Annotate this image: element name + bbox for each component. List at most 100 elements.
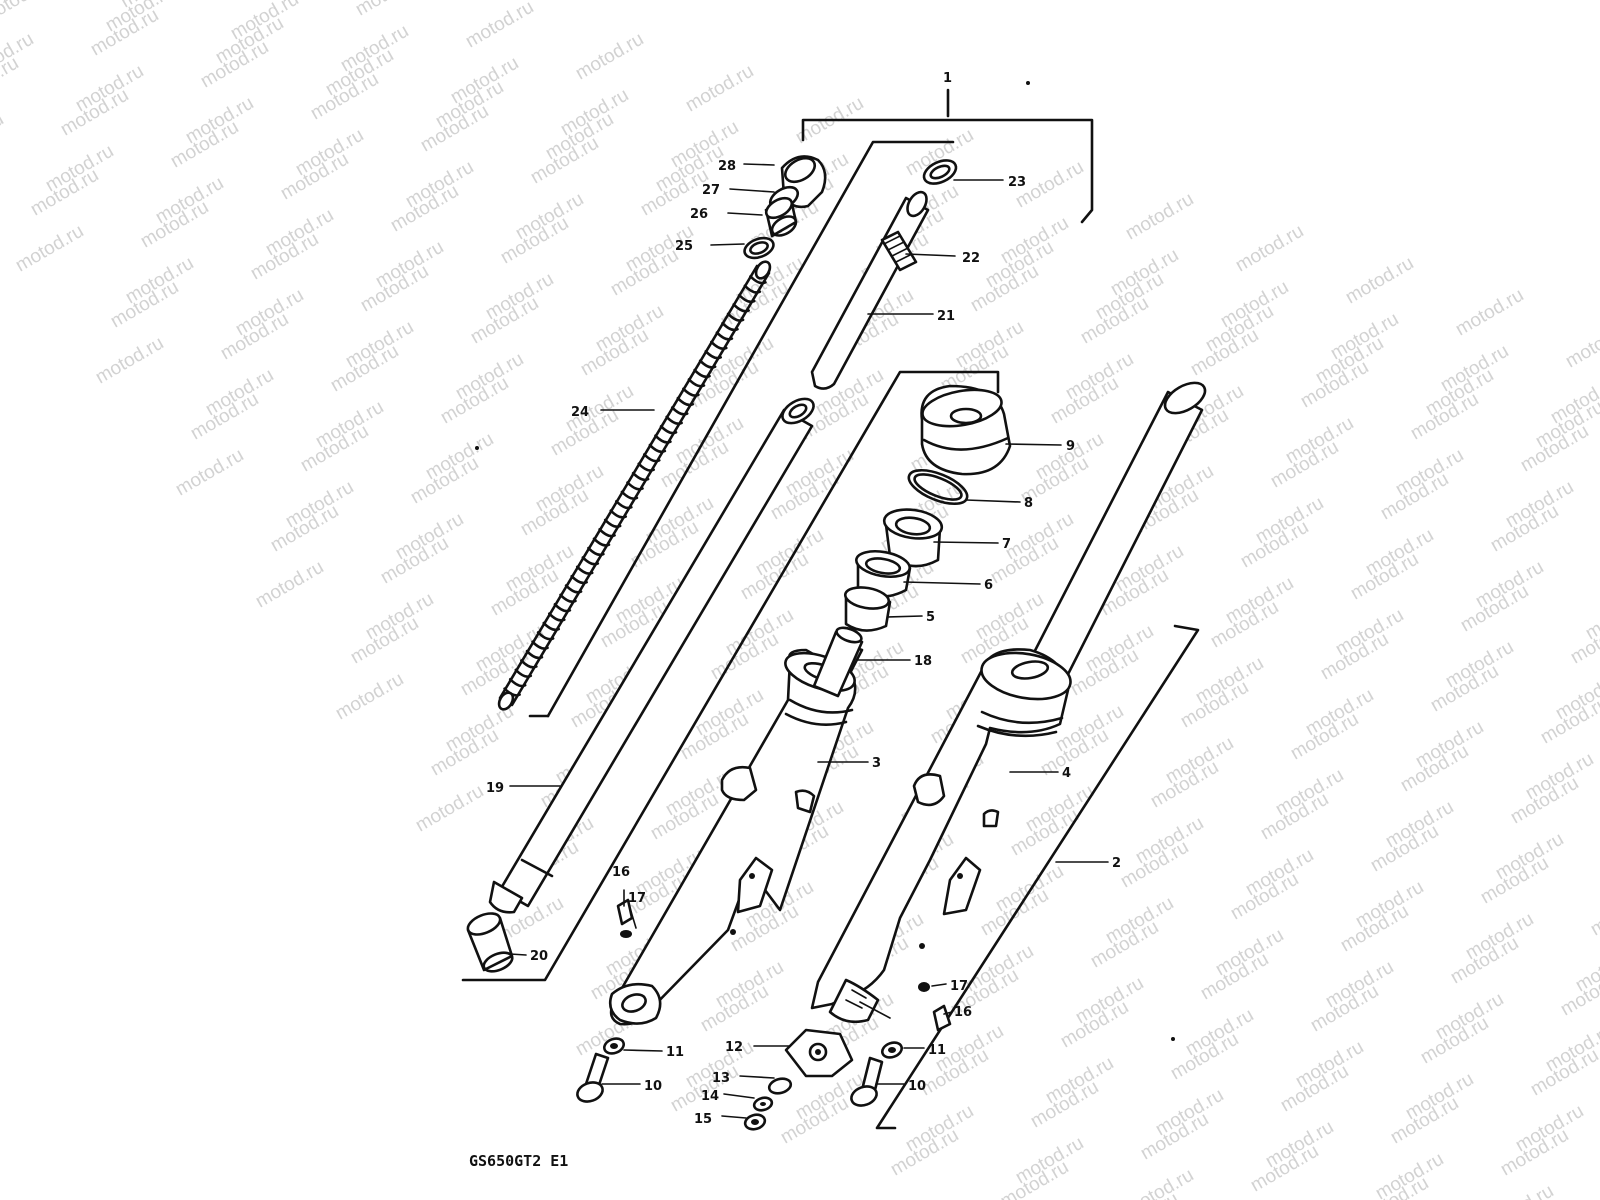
- callout-27: 27: [702, 183, 720, 198]
- spring-coil: [609, 509, 628, 519]
- spring-coil: [553, 603, 572, 613]
- spring-coil: [670, 406, 689, 416]
- callout-13: 13: [712, 1071, 730, 1086]
- spring-coil: [726, 312, 745, 322]
- spring-washer-14: [752, 1096, 774, 1112]
- bracket-group-1: [801, 88, 1094, 224]
- callout-16-right: 16: [954, 1005, 972, 1020]
- spring-coil: [654, 434, 672, 444]
- callout-18: 18: [914, 654, 932, 669]
- callout-3: 3: [872, 756, 881, 771]
- spring-coil: [615, 499, 633, 510]
- callout-11-right: 11: [928, 1043, 946, 1058]
- spring-coil: [732, 303, 750, 313]
- callout-2: 2: [1112, 856, 1121, 871]
- callout-14: 14: [701, 1089, 719, 1104]
- spring-coils: [503, 275, 767, 697]
- gasket-17-right: [918, 982, 930, 992]
- callout-28: 28: [718, 159, 736, 174]
- washer-25: [743, 236, 775, 260]
- inner-tube-19: [488, 397, 815, 914]
- callout-6: 6: [984, 578, 993, 593]
- diagram-caption: GS650GT2 E1: [469, 1152, 568, 1170]
- callout-22: 22: [962, 251, 980, 266]
- fork-spring-24: [497, 260, 772, 711]
- callout-4: 4: [1062, 766, 1071, 781]
- spring-coil: [536, 631, 555, 641]
- callout-20: 20: [530, 949, 548, 964]
- spacer-26: [764, 196, 798, 238]
- group-outline-inner: [461, 140, 1000, 982]
- callout-26: 26: [690, 207, 708, 222]
- spring-coil: [570, 574, 588, 585]
- callout-5: 5: [926, 610, 935, 625]
- spring-coil: [749, 275, 767, 285]
- bolt-10-left: [576, 1052, 610, 1103]
- spring-coil: [592, 537, 611, 547]
- spring-coil: [598, 528, 616, 538]
- spring-coil: [642, 453, 661, 463]
- piston-ring-22: [880, 230, 918, 272]
- print-specks: [475, 81, 1175, 1041]
- spring-coil: [581, 556, 600, 566]
- bushing-20: [466, 912, 514, 973]
- spring-coil: [704, 350, 723, 360]
- spring-coil: [737, 293, 756, 304]
- callout-7: 7: [1002, 537, 1011, 552]
- spring-coil: [648, 443, 667, 454]
- callout-25: 25: [675, 239, 693, 254]
- spring-coil: [693, 368, 711, 379]
- callout-10-left: 10: [644, 1079, 662, 1094]
- spring-coil: [659, 424, 678, 435]
- rebound-spring-23: [922, 159, 958, 185]
- spring-coil: [564, 584, 583, 594]
- spring-coil: [620, 490, 639, 500]
- bolt-10-right: [850, 1056, 884, 1107]
- callout-24: 24: [571, 405, 589, 420]
- callout-9: 9: [1066, 439, 1075, 454]
- spring-coil: [637, 462, 655, 472]
- spring-coil: [547, 612, 566, 622]
- washer-11-right: [881, 1041, 903, 1059]
- callout-10-right: 10: [908, 1079, 926, 1094]
- callout-1: 1: [943, 71, 952, 86]
- gasket-17-left: [620, 930, 632, 938]
- group-outline-2: [875, 624, 1200, 1130]
- outer-tube-4: [810, 381, 1207, 1024]
- callout-19: 19: [486, 781, 504, 796]
- spring-coil: [508, 677, 527, 688]
- callout-16-left: 16: [612, 865, 630, 880]
- spring-coil: [520, 659, 538, 669]
- spring-coil: [715, 331, 734, 341]
- stopper-ring-8: [907, 468, 969, 506]
- washer-13: [767, 1077, 793, 1095]
- spring-coil: [575, 565, 594, 575]
- spring-coil: [559, 593, 577, 603]
- leader-lines: [509, 163, 1109, 1119]
- callout-12: 12: [725, 1040, 743, 1055]
- washer-11-left: [603, 1037, 625, 1055]
- spring-coil: [710, 340, 728, 350]
- callout-numbers: 1 28 27 26 25 23 22 21 24 9 8 7 6 5 18 3…: [486, 71, 1121, 1127]
- spring-coil: [603, 518, 622, 529]
- spring-coil: [665, 415, 683, 425]
- callout-23: 23: [1008, 175, 1026, 190]
- spring-coil: [631, 471, 650, 482]
- spacer-18: [812, 626, 864, 698]
- callout-17-right: 17: [950, 979, 968, 994]
- spring-coil: [698, 359, 717, 369]
- callout-21: 21: [937, 309, 955, 324]
- spring-coil: [682, 387, 700, 397]
- spring-coil: [676, 396, 695, 407]
- spring-coil: [721, 321, 739, 332]
- callout-15: 15: [694, 1112, 712, 1127]
- spring-coil: [542, 621, 560, 632]
- spring-coil: [514, 668, 533, 678]
- spring-coil: [626, 481, 644, 491]
- axle-holder-12: [784, 1028, 854, 1078]
- drain-screw-16-right: [932, 1004, 952, 1032]
- callout-8: 8: [1024, 496, 1033, 511]
- guide-bushing-5: [843, 586, 892, 632]
- dust-seal-9: [920, 384, 1012, 476]
